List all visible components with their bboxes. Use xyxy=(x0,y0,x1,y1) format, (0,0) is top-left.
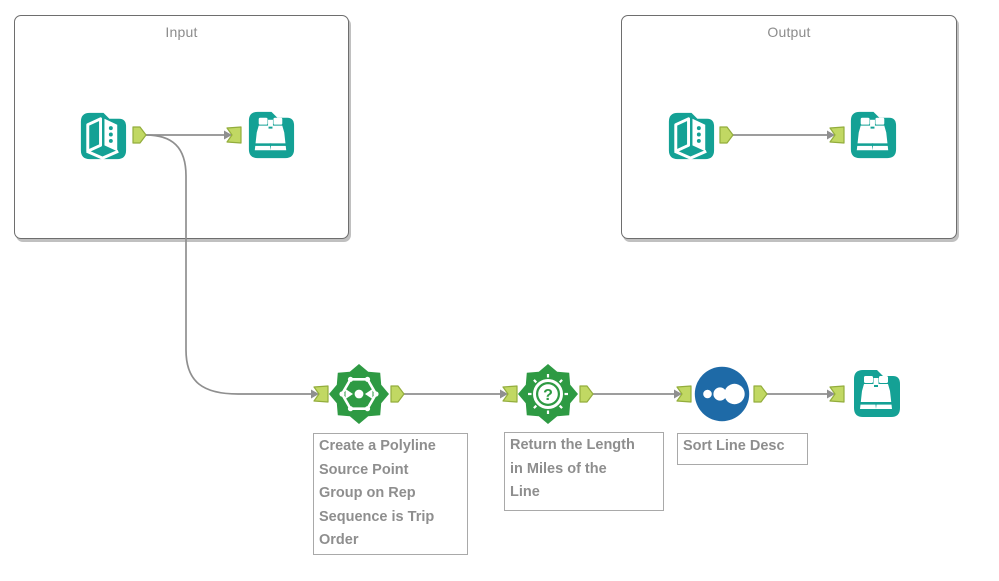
anchor-in-browse1[interactable] xyxy=(226,126,242,144)
anchor-in-sort[interactable] xyxy=(676,385,692,403)
annotation-length[interactable]: Return the Length in Miles of the Line xyxy=(504,432,664,511)
input-data-book-icon xyxy=(668,112,715,160)
wire-arrowheads xyxy=(224,130,835,399)
anchor-in-polybuild[interactable] xyxy=(313,385,329,403)
input-data-book-icon xyxy=(80,112,127,160)
browse-binoculars-icon xyxy=(850,111,897,159)
annotation-sort[interactable]: Sort Line Desc xyxy=(677,433,808,465)
tool-length-question[interactable]: ? xyxy=(517,363,579,430)
question-compass-star-icon: ? xyxy=(518,364,578,424)
anchor-in-length[interactable] xyxy=(502,385,518,403)
anchor-out-input1[interactable] xyxy=(132,126,147,144)
tool-browse-3[interactable] xyxy=(848,365,904,426)
anchor-in-browse3[interactable] xyxy=(829,385,845,403)
tool-input-data-1[interactable] xyxy=(75,108,130,168)
wire-input1-to-polybuild[interactable] xyxy=(145,134,312,395)
tool-input-data-2[interactable] xyxy=(663,108,718,168)
svg-text:?: ? xyxy=(543,387,553,404)
tool-browse-2[interactable] xyxy=(845,107,900,167)
anchor-out-polybuild[interactable] xyxy=(390,385,405,403)
browse-binoculars-icon xyxy=(248,111,295,159)
browse-binoculars-icon xyxy=(854,370,900,417)
tool-browse-1[interactable] xyxy=(243,107,298,167)
container-output-title: Output xyxy=(767,24,811,40)
tool-poly-build[interactable] xyxy=(328,363,390,430)
anchor-in-browse2[interactable] xyxy=(829,126,845,144)
tool-sort[interactable] xyxy=(694,366,750,427)
poly-build-star-icon xyxy=(329,364,389,424)
sort-dots-circle-icon xyxy=(694,366,750,422)
annotation-poly-build[interactable]: Create a Polyline Source Point Group on … xyxy=(313,433,468,555)
anchor-out-sort[interactable] xyxy=(753,385,768,403)
anchor-out-input2[interactable] xyxy=(719,126,734,144)
container-input-title: Input xyxy=(165,24,198,40)
anchor-out-length[interactable] xyxy=(579,385,594,403)
